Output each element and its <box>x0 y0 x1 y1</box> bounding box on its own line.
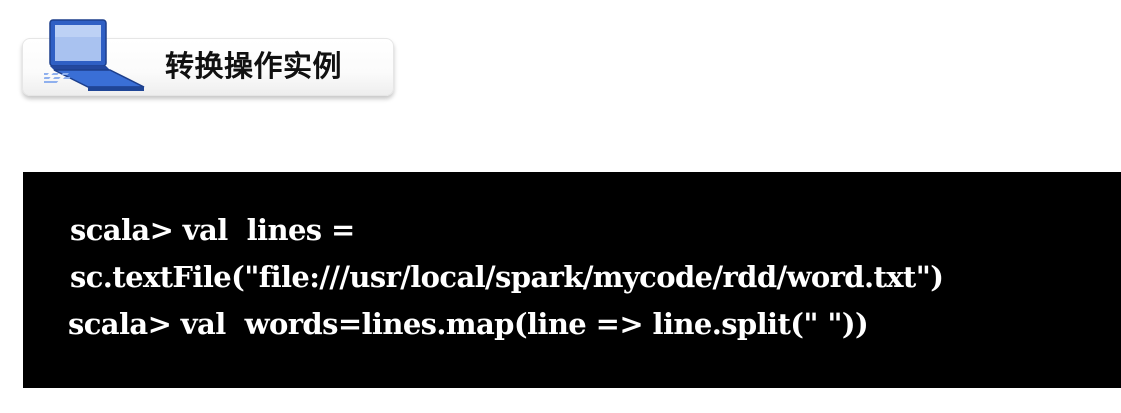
code-line-1: scala> val lines = <box>70 213 355 247</box>
laptop-icon <box>44 19 145 91</box>
page-title: 转换操作实例 <box>165 49 343 83</box>
code-line-3: scala> val words=lines.map(line => line.… <box>68 307 869 341</box>
code-block: scala> val lines = sc.textFile("file:///… <box>23 172 1121 388</box>
code-line-2: sc.textFile("file:///usr/local/spark/myc… <box>70 260 944 294</box>
